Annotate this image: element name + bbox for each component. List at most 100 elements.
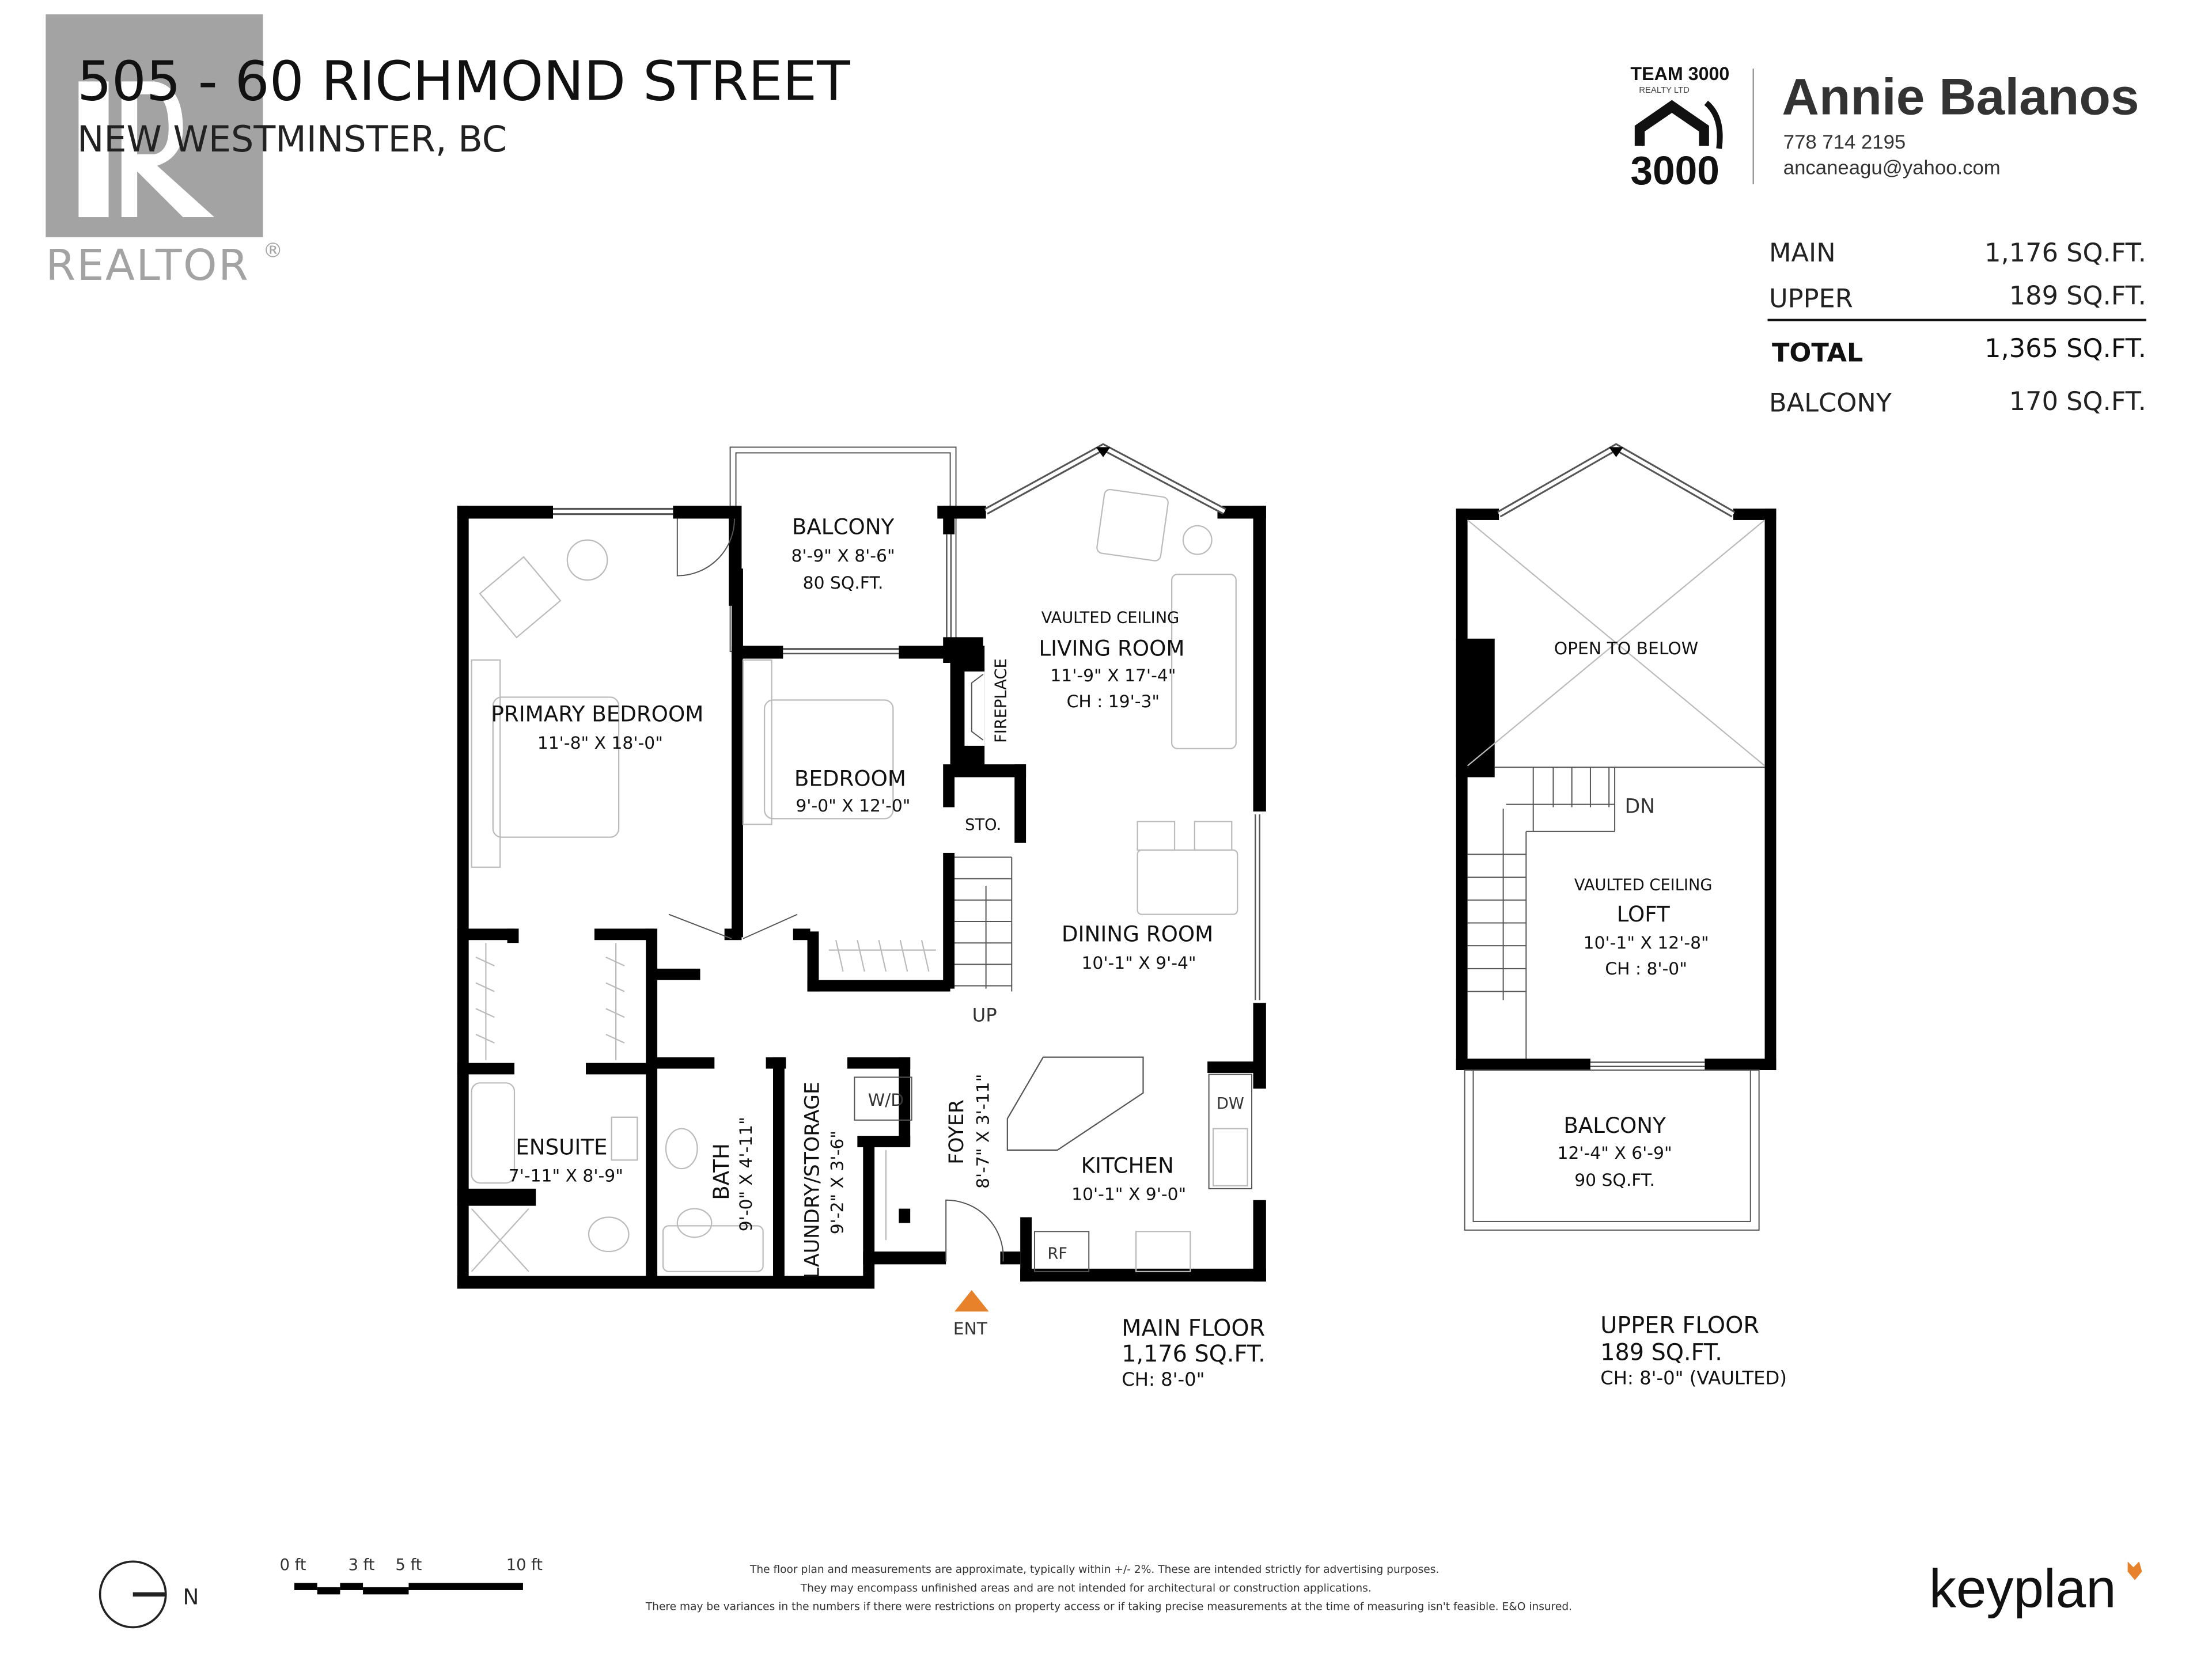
keyplan-logo: keyplan	[1929, 1558, 2142, 1619]
primary-bedroom-label: PRIMARY BEDROOM 11'-8" X 18'-0"	[491, 701, 703, 753]
keyplan-wordmark: keyplan	[1929, 1558, 2116, 1619]
svg-text:9'-0" X 4'-11": 9'-0" X 4'-11"	[736, 1117, 756, 1231]
agent-phone[interactable]: 778 714 2195	[1783, 131, 1906, 153]
svg-text:VAULTED CEILING: VAULTED CEILING	[1041, 609, 1180, 627]
upper-balcony-label: BALCONY 12'-4" X 6'-9" 90 SQ.FT.	[1558, 1113, 1672, 1190]
svg-text:5 ft: 5 ft	[396, 1556, 422, 1574]
registered-mark: ®	[263, 240, 283, 263]
svg-text:There may be variances in the: There may be variances in the numbers if…	[645, 1601, 1572, 1613]
stairs-up-label: UP	[972, 1004, 997, 1026]
dishwasher-label: DW	[1217, 1095, 1244, 1113]
stairs-down	[1467, 767, 1616, 1059]
upper-floor-caption: UPPER FLOOR 189 SQ.FT. CH: 8'-0" (VAULTE…	[1600, 1312, 1787, 1389]
house-icon	[1634, 100, 1709, 146]
fridge-label: RF	[1047, 1245, 1067, 1262]
svg-text:CH: 8'-0" (VAULTED): CH: 8'-0" (VAULTED)	[1600, 1367, 1787, 1389]
address-title: 505 - 60 RICHMOND STREET	[77, 51, 850, 113]
svg-text:10'-1" X 12'-8": 10'-1" X 12'-8"	[1584, 933, 1709, 953]
svg-text:DINING ROOM: DINING ROOM	[1062, 921, 1213, 947]
svg-text:FOYER: FOYER	[945, 1099, 968, 1165]
compass-icon	[99, 1560, 167, 1629]
main-floor-plan: BALCONY 8'-9" X 8'-6" 80 SQ.FT. PRIMARY …	[457, 443, 1266, 1390]
svg-text:1,176 SQ.FT.: 1,176 SQ.FT.	[1122, 1341, 1265, 1367]
dining-room-label: DINING ROOM 10'-1" X 9'-4"	[1062, 921, 1213, 973]
svg-text:CH : 8'-0": CH : 8'-0"	[1605, 959, 1687, 979]
svg-text:8'-7" X 3'-11": 8'-7" X 3'-11"	[974, 1074, 994, 1189]
laundry-label: LAUNDRY/STORAGE 9'-2" X 3'-6"	[801, 1082, 847, 1279]
entrance-marker-icon	[955, 1290, 989, 1312]
living-room-label: VAULTED CEILING LIVING ROOM 11'-9" X 17'…	[1039, 609, 1184, 712]
kitchen-label: KITCHEN 10'-1" X 9'-0"	[1071, 1153, 1186, 1205]
fridge	[1033, 1231, 1090, 1272]
fox-icon	[2127, 1561, 2142, 1580]
north-label: N	[183, 1584, 199, 1610]
svg-text:The floor plan and measurement: The floor plan and measurements are appr…	[749, 1564, 1439, 1576]
svg-text:10'-1" X 9'-4": 10'-1" X 9'-4"	[1081, 953, 1196, 973]
brokerage-logo-number: 3000	[1630, 148, 1719, 193]
disclaimer: The floor plan and measurements are appr…	[645, 1564, 1572, 1613]
washer-dryer	[854, 1076, 912, 1121]
svg-text:189 SQ.FT.: 189 SQ.FT.	[1600, 1340, 1722, 1366]
svg-text:7'-11" X 8'-9": 7'-11" X 8'-9"	[509, 1166, 623, 1186]
svg-text:10 ft: 10 ft	[506, 1556, 543, 1574]
svg-text:11'-9" X 17'-4": 11'-9" X 17'-4"	[1050, 666, 1176, 686]
scale-bar: 0 ft 3 ft 5 ft 10 ft	[280, 1556, 543, 1595]
area-value-balcony: 170 SQ.FT.	[2009, 386, 2146, 416]
ensuite-label: ENSUITE 7'-11" X 8'-9"	[509, 1134, 623, 1186]
svg-text:9'-0" X 12'-0": 9'-0" X 12'-0"	[796, 796, 910, 816]
svg-text:LIVING ROOM: LIVING ROOM	[1039, 636, 1184, 661]
svg-text:They may encompass unfinished: They may encompass unfinished areas and …	[800, 1582, 1372, 1594]
upper-floor-plan: DN OPEN TO BELOW VAULTED CEILING LOFT 10…	[1456, 443, 1787, 1389]
foyer-label: FOYER 8'-7" X 3'-11"	[945, 1074, 994, 1189]
agent-email[interactable]: ancaneagu@yahoo.com	[1783, 157, 2001, 179]
brokerage-logo: TEAM 3000 REALTY LTD 3000	[1630, 63, 1729, 193]
svg-text:MAIN FLOOR: MAIN FLOOR	[1122, 1315, 1265, 1341]
svg-text:CH: 8'-0": CH: 8'-0"	[1122, 1368, 1205, 1390]
svg-text:UPPER FLOOR: UPPER FLOOR	[1600, 1312, 1759, 1338]
stairs-up	[955, 856, 1013, 992]
area-summary-table: MAIN 1,176 SQ.FT. UPPER 189 SQ.FT. TOTAL…	[1767, 238, 2146, 418]
fireplace-label: FIREPLACE	[992, 658, 1010, 743]
area-label-balcony: BALCONY	[1769, 388, 1892, 418]
area-value-total: 1,365 SQ.FT.	[1984, 333, 2146, 363]
svg-text:LOFT: LOFT	[1617, 901, 1670, 927]
open-to-below-label: OPEN TO BELOW	[1554, 639, 1698, 659]
svg-text:PRIMARY BEDROOM: PRIMARY BEDROOM	[491, 701, 703, 727]
door-swing	[676, 518, 736, 577]
svg-text:3 ft: 3 ft	[349, 1556, 375, 1574]
loft-label: VAULTED CEILING LOFT 10'-1" X 12'-8" CH …	[1574, 876, 1713, 979]
svg-text:BATH: BATH	[709, 1143, 734, 1200]
svg-text:VAULTED CEILING: VAULTED CEILING	[1574, 876, 1713, 894]
north-compass: N	[99, 1560, 199, 1629]
furniture	[471, 488, 1248, 1272]
svg-text:0 ft: 0 ft	[280, 1556, 306, 1574]
storage-label: STO.	[965, 816, 1001, 834]
brokerage-subtitle: REALTY LTD	[1639, 86, 1690, 95]
svg-text:90 SQ.FT.: 90 SQ.FT.	[1574, 1170, 1655, 1190]
stairs-down-label: DN	[1624, 795, 1655, 818]
svg-text:BALCONY: BALCONY	[1563, 1113, 1666, 1138]
closet-rods	[475, 940, 936, 1241]
washer-dryer-label: W/D	[868, 1090, 904, 1110]
svg-text:CH : 19'-3": CH : 19'-3"	[1067, 692, 1160, 712]
realtor-logo: REALTOR ®	[46, 14, 283, 290]
brokerage-name: TEAM 3000	[1630, 63, 1729, 84]
balcony-main-label: BALCONY 8'-9" X 8'-6" 80 SQ.FT.	[791, 514, 895, 593]
entrance-label: ENT	[953, 1319, 988, 1339]
area-value-upper: 189 SQ.FT.	[2009, 280, 2146, 310]
svg-text:ENSUITE: ENSUITE	[516, 1134, 607, 1159]
agent-name: Annie Balanos	[1782, 67, 2139, 125]
svg-text:BALCONY: BALCONY	[792, 514, 895, 540]
svg-text:80 SQ.FT.: 80 SQ.FT.	[803, 573, 884, 593]
address-city: NEW WESTMINSTER, BC	[77, 118, 507, 160]
svg-text:9'-2" X 3'-6": 9'-2" X 3'-6"	[828, 1131, 848, 1234]
svg-text:LAUNDRY/STORAGE: LAUNDRY/STORAGE	[801, 1082, 824, 1279]
bath-label: BATH 9'-0" X 4'-11"	[709, 1117, 756, 1231]
svg-text:10'-1" X 9'-0": 10'-1" X 9'-0"	[1071, 1185, 1186, 1205]
area-label-main: MAIN	[1769, 238, 1836, 268]
kitchen-counter	[1208, 1074, 1253, 1189]
svg-text:BEDROOM: BEDROOM	[794, 765, 906, 791]
svg-text:11'-8" X 18'-0": 11'-8" X 18'-0"	[537, 733, 663, 753]
area-value-main: 1,176 SQ.FT.	[1984, 238, 2146, 268]
